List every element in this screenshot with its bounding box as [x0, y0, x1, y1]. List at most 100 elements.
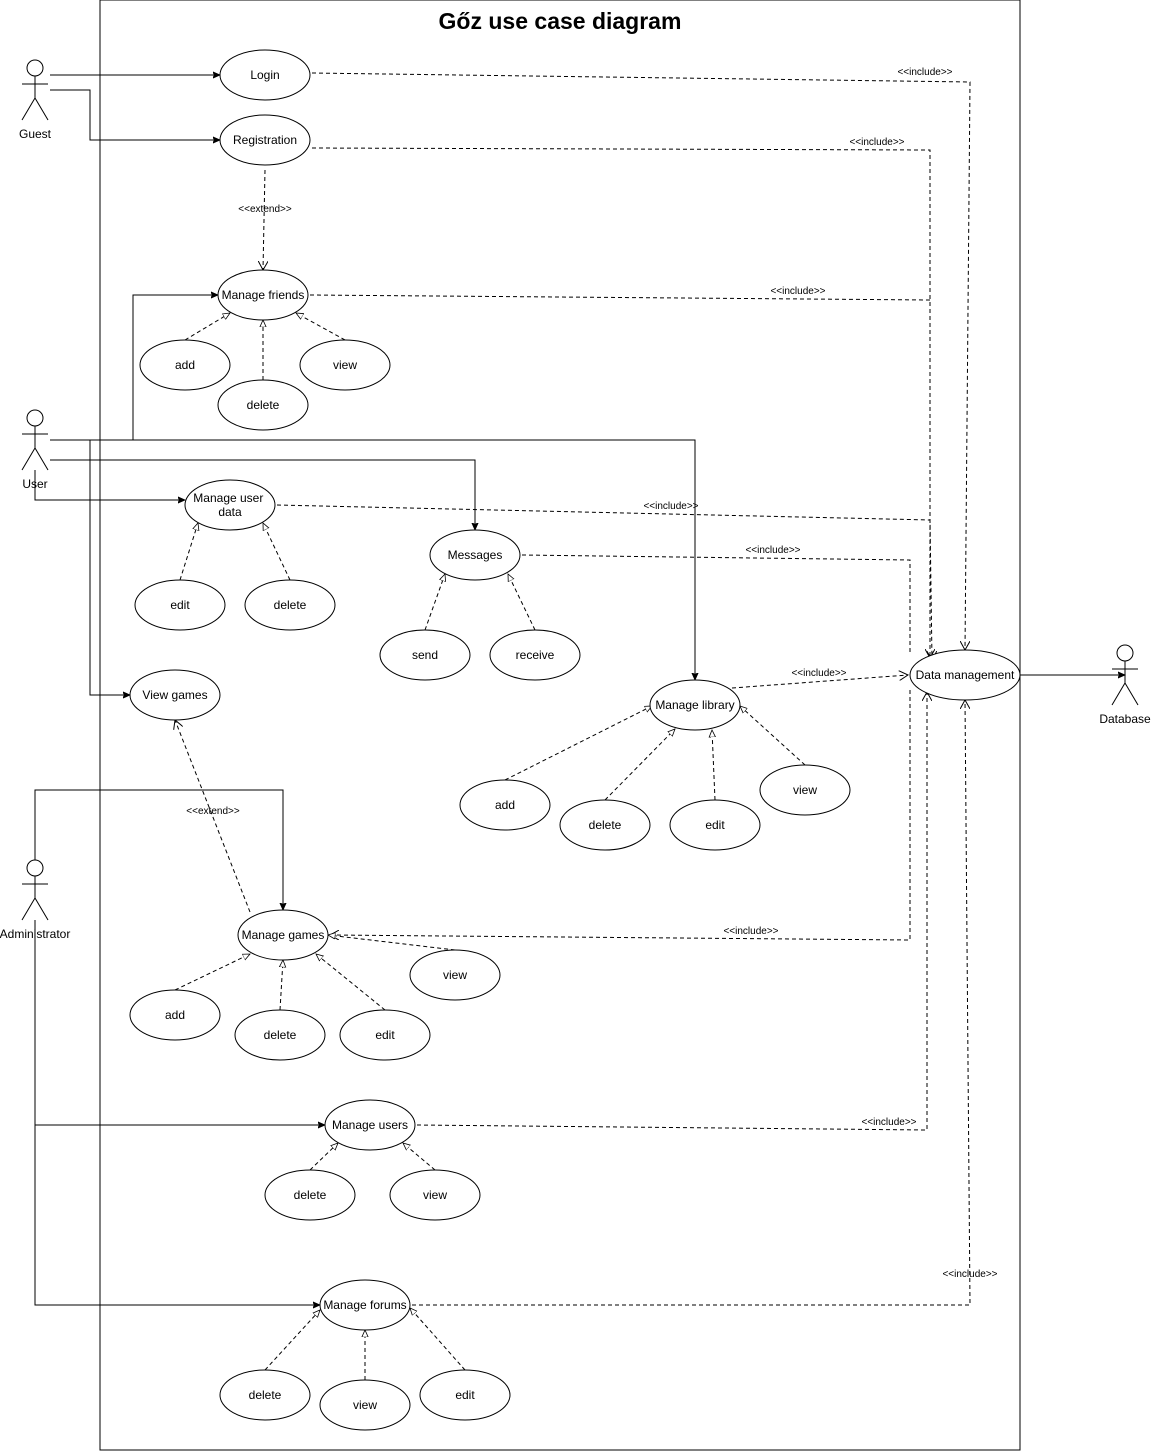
view-games-label: View games [142, 688, 207, 702]
library-view-label: view [793, 783, 817, 797]
registration-include [311, 147, 930, 658]
database-label: Database [1099, 712, 1151, 726]
registration-label: Registration [233, 133, 297, 147]
messages-send-label: send [412, 648, 438, 662]
forums-edit-generalization [410, 1308, 466, 1371]
friends-view-generalization [296, 313, 346, 341]
manage-forums-label: Manage forums [323, 1298, 406, 1312]
registration-extend [263, 169, 265, 270]
use-case-messages-receive: receive [489, 629, 581, 681]
use-case-games-edit: edit [339, 1009, 431, 1061]
database-figure-icon [1111, 644, 1139, 706]
users-view-label: view [423, 1188, 447, 1202]
library-add-label: add [495, 798, 515, 812]
include-label-manage-user-data: <<include>> [643, 501, 698, 512]
forums-view-label: view [353, 1398, 377, 1412]
use-case-manage-user-data: Manage user data [184, 479, 276, 531]
user-view-games-association [89, 440, 130, 695]
actor-guest: Guest [19, 59, 52, 141]
actor-database: Database [1099, 644, 1151, 726]
actor-user: User [21, 409, 49, 491]
include-label-manage-users: <<include>> [861, 1117, 916, 1128]
friends-add-label: add [175, 358, 195, 372]
use-case-userdata-delete: delete [244, 579, 336, 631]
extend-label-manage-games: <<extend>> [186, 806, 240, 817]
games-view-generalization [328, 935, 456, 951]
use-case-forums-delete: delete [219, 1369, 311, 1421]
use-case-users-delete: delete [264, 1169, 356, 1221]
library-add-generalization [504, 705, 652, 781]
guest-label: Guest [19, 127, 52, 141]
connections [34, 73, 1125, 1380]
user-manage-user-data-association [34, 470, 185, 500]
messages-receive-generalization [507, 574, 536, 631]
use-case-games-view: view [409, 949, 501, 1001]
use-case-view-games: View games [129, 669, 221, 721]
use-case-games-delete: delete [234, 1009, 326, 1061]
include-label-messages: <<include>> [745, 545, 800, 556]
guest-registration-association [50, 89, 220, 140]
library-edit-label: edit [705, 818, 725, 832]
admin-manage-forums-association [34, 1125, 320, 1305]
use-case-registration: Registration [219, 114, 311, 166]
library-view-generalization [740, 706, 806, 766]
include-label-manage-friends: <<include>> [770, 286, 825, 297]
use-case-messages: Messages [429, 529, 521, 581]
use-case-login: Login [219, 49, 311, 101]
messages-send-generalization [424, 574, 445, 631]
use-case-data-management: Data management [909, 649, 1021, 701]
use-case-games-add: add [129, 989, 221, 1041]
administrator-label: Administrator [0, 927, 70, 941]
friends-delete-label: delete [247, 398, 280, 412]
games-edit-label: edit [375, 1028, 395, 1042]
library-delete-generalization [604, 729, 675, 801]
users-delete-label: delete [294, 1188, 327, 1202]
use-case-manage-games: Manage games [237, 909, 329, 961]
include-label-registration: <<include>> [849, 137, 904, 148]
system-boundary [99, 0, 1021, 1451]
userdata-delete-label: delete [274, 598, 307, 612]
forums-delete-label: delete [249, 1388, 282, 1402]
manage-users-label: Manage users [332, 1118, 408, 1132]
games-delete-label: delete [264, 1028, 297, 1042]
use-case-friends-view: view [299, 339, 391, 391]
use-case-userdata-edit: edit [134, 579, 226, 631]
use-cases: Login Registration Manage friends add de… [129, 49, 1021, 1431]
use-case-library-delete: delete [559, 799, 651, 851]
use-case-manage-friends: Manage friends [217, 269, 309, 321]
userdata-delete-generalization [262, 523, 291, 581]
admin-manage-games-association [34, 789, 283, 910]
userdata-edit-label: edit [170, 598, 190, 612]
manage-user-data-include [276, 504, 932, 660]
extend-label-registration: <<extend>> [238, 204, 292, 215]
use-case-users-view: view [389, 1169, 481, 1221]
use-case-library-edit: edit [669, 799, 761, 851]
user-figure-icon [21, 409, 49, 471]
games-add-generalization [174, 953, 250, 991]
messages-receive-label: receive [516, 648, 555, 662]
guest-figure-icon [21, 59, 49, 121]
users-view-generalization [403, 1143, 436, 1171]
manage-user-data-label: Manage user data [193, 491, 266, 519]
include-label-manage-library: <<include>> [791, 668, 846, 679]
data-management-label: Data management [916, 668, 1015, 682]
manage-users-include [416, 692, 927, 1131]
games-view-label: view [443, 968, 467, 982]
manage-library-label: Manage library [655, 698, 734, 712]
forums-edit-label: edit [455, 1388, 475, 1402]
use-case-messages-send: send [379, 629, 471, 681]
include-label-login: <<include>> [897, 67, 952, 78]
games-edit-generalization [316, 954, 386, 1011]
use-case-manage-forums: Manage forums [319, 1279, 411, 1331]
manage-games-label: Manage games [242, 928, 325, 942]
user-label: User [22, 477, 47, 491]
library-delete-label: delete [589, 818, 622, 832]
use-case-manage-users: Manage users [324, 1099, 416, 1151]
games-delete-generalization [280, 960, 283, 1011]
include-label-manage-games: <<include>> [723, 926, 778, 937]
manage-games-extend [175, 720, 251, 913]
users-delete-generalization [309, 1143, 338, 1171]
friends-view-label: view [333, 358, 357, 372]
userdata-edit-generalization [179, 523, 198, 581]
